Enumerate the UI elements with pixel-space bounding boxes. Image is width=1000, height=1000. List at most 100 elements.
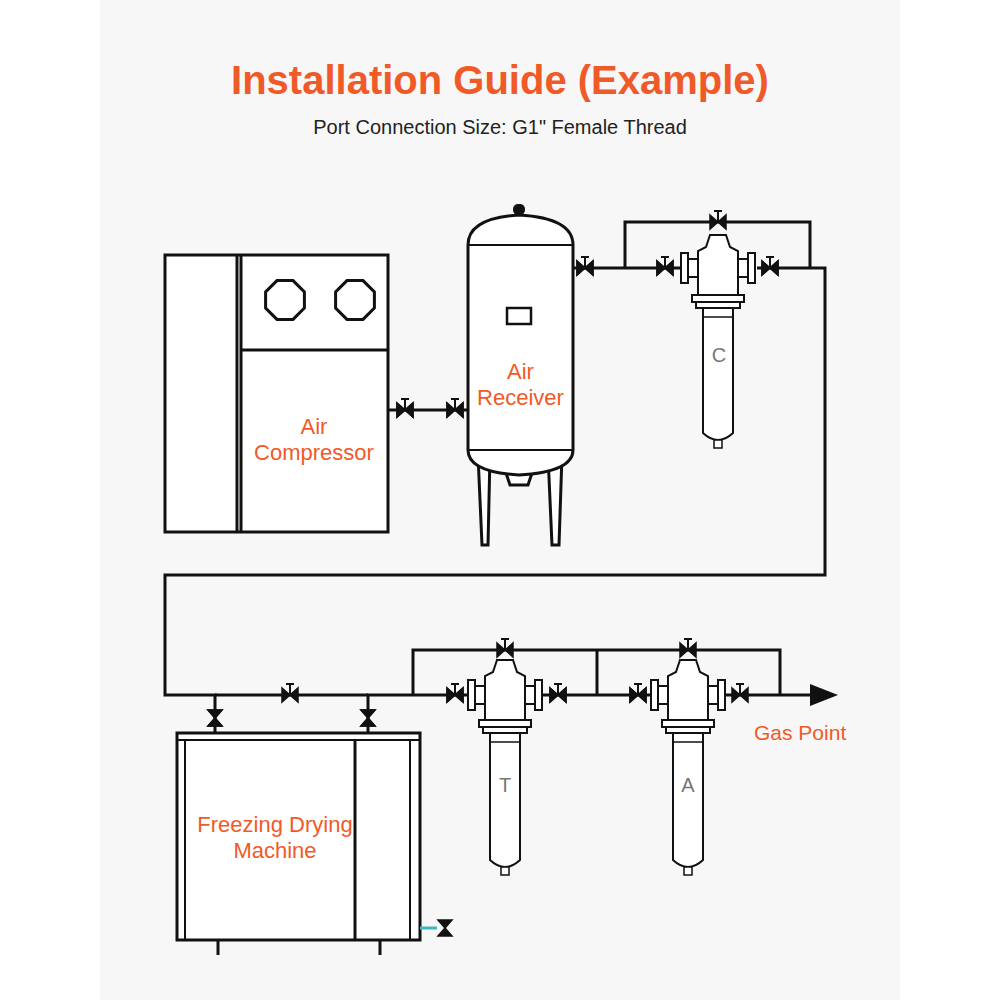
text-area: Air Receiver bbox=[468, 335, 573, 435]
filter-head bbox=[668, 660, 708, 720]
bowl-line bbox=[673, 741, 703, 743]
valve-body bbox=[361, 710, 375, 726]
pipe bbox=[596, 650, 599, 695]
bowl-line bbox=[490, 741, 520, 743]
valve-symbol bbox=[710, 211, 726, 229]
valve-symbol bbox=[577, 257, 593, 275]
gauge-octagon bbox=[336, 281, 375, 320]
bowl-line bbox=[703, 316, 733, 318]
node-label: C bbox=[712, 343, 726, 367]
flange bbox=[468, 680, 475, 710]
valve-body bbox=[657, 261, 673, 275]
panel-line bbox=[409, 740, 411, 940]
valve-body bbox=[438, 920, 452, 936]
valve-symbol bbox=[762, 257, 778, 275]
drain bbox=[501, 867, 509, 875]
valve-symbol bbox=[361, 710, 375, 726]
node-label: A bbox=[681, 773, 694, 797]
port bbox=[475, 686, 485, 704]
node-label: Air Compressor bbox=[249, 414, 379, 467]
outlet-label: Gas Point bbox=[754, 721, 846, 745]
valve-symbol bbox=[657, 257, 673, 275]
caption: Port Connection Size: G1" Female Thread bbox=[100, 116, 900, 139]
valve-stem bbox=[286, 684, 294, 695]
valve-stem bbox=[501, 639, 509, 650]
valve-symbol bbox=[497, 639, 513, 657]
flange bbox=[748, 253, 755, 283]
title: Installation Guide (Example) bbox=[100, 58, 900, 103]
port bbox=[658, 686, 668, 704]
panel-line bbox=[177, 739, 420, 741]
filter-head bbox=[485, 660, 525, 720]
panel-line bbox=[354, 740, 357, 940]
text-area: Air Compressor bbox=[243, 350, 385, 530]
text-area: C bbox=[704, 335, 734, 375]
panel-line bbox=[184, 740, 186, 940]
filter-housing bbox=[651, 660, 725, 875]
flange bbox=[651, 680, 658, 710]
valve-body bbox=[447, 403, 463, 417]
seam-line bbox=[468, 244, 573, 246]
valve-body bbox=[550, 688, 566, 702]
valve-body bbox=[208, 710, 222, 726]
valve-symbol bbox=[630, 688, 646, 702]
receiver-vessel bbox=[468, 215, 573, 475]
receiver-knob bbox=[513, 204, 525, 215]
port bbox=[525, 686, 535, 704]
valve-symbol bbox=[397, 403, 413, 417]
port bbox=[688, 259, 698, 277]
flange bbox=[535, 680, 542, 710]
valve-symbol bbox=[447, 399, 463, 417]
compressor-box: Air Compressor bbox=[165, 255, 388, 532]
pipe-connector bbox=[368, 695, 468, 733]
filter-bowl bbox=[490, 733, 520, 867]
valve-symbol bbox=[762, 261, 778, 275]
valve-body bbox=[208, 710, 222, 726]
valve-stem bbox=[714, 211, 722, 222]
valve-symbol bbox=[208, 710, 222, 726]
nameplate bbox=[507, 308, 531, 324]
dryer-foot bbox=[217, 940, 220, 955]
valve-body bbox=[447, 688, 463, 702]
filter-housing bbox=[681, 235, 755, 448]
seam-line bbox=[468, 449, 573, 451]
valve-symbol bbox=[550, 684, 566, 702]
valve-body bbox=[630, 688, 646, 702]
compressor-housing bbox=[165, 255, 388, 532]
valve-symbol bbox=[282, 684, 298, 702]
valve-symbol bbox=[680, 639, 696, 657]
valve-symbol bbox=[732, 684, 748, 702]
drain-pipe bbox=[420, 927, 437, 930]
valve-symbol bbox=[447, 688, 463, 702]
gauge-octagon bbox=[266, 281, 305, 320]
flange bbox=[692, 295, 744, 302]
flange bbox=[681, 253, 688, 283]
filter-bowl bbox=[673, 733, 703, 867]
valve-symbol bbox=[550, 688, 566, 702]
valve-symbol bbox=[438, 920, 452, 936]
flange bbox=[662, 720, 714, 727]
valve-body bbox=[762, 261, 778, 275]
panel-line bbox=[236, 255, 239, 532]
text-area: T bbox=[490, 765, 520, 805]
text-area: A bbox=[673, 765, 703, 805]
dryer-box: Freezing Drying Machine bbox=[177, 733, 420, 940]
filter-c: C bbox=[681, 235, 757, 447]
valve-symbol bbox=[577, 261, 593, 275]
valve-stem bbox=[684, 639, 692, 650]
filter-bowl bbox=[703, 308, 733, 440]
valve-symbol bbox=[208, 710, 222, 726]
valve-symbol bbox=[397, 399, 413, 417]
outlet-arrow bbox=[810, 684, 838, 706]
valve-symbol bbox=[447, 403, 463, 417]
valve-body bbox=[577, 261, 593, 275]
flange bbox=[479, 720, 531, 727]
filter-a: A bbox=[651, 660, 725, 875]
node-label: Air Receiver bbox=[470, 359, 571, 412]
valve-symbol bbox=[447, 684, 463, 702]
dryer-housing bbox=[177, 733, 420, 940]
panel-line bbox=[241, 349, 388, 352]
receiver-tank: Air Receiver bbox=[468, 215, 573, 475]
valve-symbol bbox=[630, 684, 646, 702]
